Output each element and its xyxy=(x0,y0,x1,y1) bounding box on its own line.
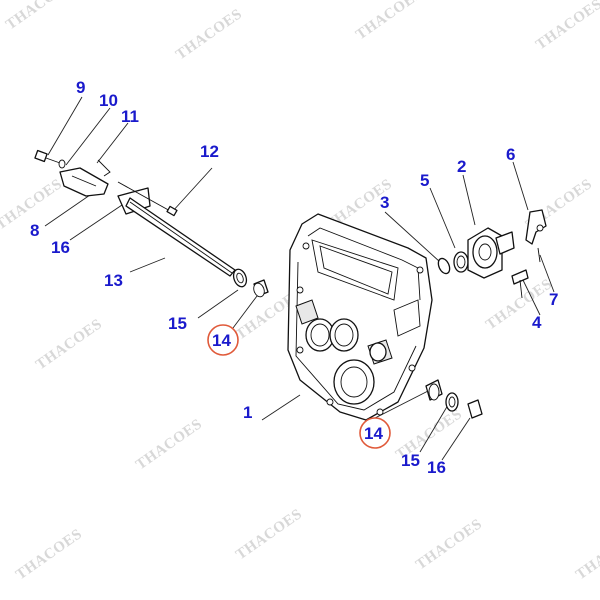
callout-14-right: 14 xyxy=(364,424,383,443)
callout-15-left: 15 xyxy=(168,314,187,333)
callout-7: 7 xyxy=(549,290,558,309)
callout-9: 9 xyxy=(76,78,85,97)
watermark-text: THACOES xyxy=(13,526,85,583)
callout-11: 11 xyxy=(121,107,139,126)
watermark-text: THACOES xyxy=(133,416,205,473)
callout-5: 5 xyxy=(420,171,429,190)
leader-lines xyxy=(44,96,555,461)
callout-16-right: 16 xyxy=(427,458,446,477)
watermark-text: THACOES xyxy=(533,0,600,53)
transmission-case xyxy=(287,213,433,421)
highlight-ring-14-left xyxy=(207,324,239,356)
watermark-text: THACOES xyxy=(173,6,245,63)
callout-labels: 1 2 3 4 5 6 7 8 9 10 11 12 13 14 14 15 1… xyxy=(30,78,558,477)
right-side-parts xyxy=(425,209,547,419)
watermark-text: THACOES xyxy=(413,516,485,573)
watermark-text: THACOES xyxy=(33,316,105,373)
shift-rod-assembly xyxy=(34,149,269,298)
callout-12: 12 xyxy=(200,142,219,161)
callout-2: 2 xyxy=(457,157,466,176)
watermark-text: THACOES xyxy=(233,506,305,563)
callout-6: 6 xyxy=(506,145,515,164)
watermark-text: THACOES xyxy=(573,526,600,583)
callout-3: 3 xyxy=(380,193,389,212)
watermark-text: THACOES xyxy=(483,276,555,333)
watermark-text: THACOES xyxy=(353,0,425,43)
watermark-text: THACOES xyxy=(3,0,75,33)
callout-1: 1 xyxy=(243,403,252,422)
callout-8: 8 xyxy=(30,221,39,240)
callout-16-left: 16 xyxy=(51,238,70,257)
callout-13: 13 xyxy=(104,271,123,290)
highlight-ring-14-right xyxy=(359,417,391,449)
callout-15-right: 15 xyxy=(401,451,420,470)
callout-14-left: 14 xyxy=(212,331,231,350)
callout-4: 4 xyxy=(532,313,542,332)
callout-10: 10 xyxy=(99,91,118,110)
